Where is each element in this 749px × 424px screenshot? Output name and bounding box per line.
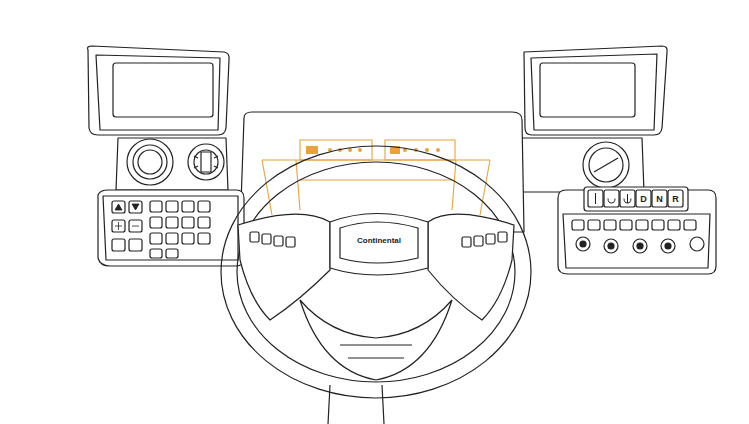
right-spoke bbox=[428, 214, 514, 320]
left-keypad-face bbox=[103, 196, 238, 260]
wheel-hub bbox=[330, 214, 428, 276]
left-screen bbox=[113, 63, 213, 117]
hub-badge bbox=[340, 222, 418, 263]
left-knob-grip bbox=[194, 152, 218, 172]
lower-spoke bbox=[300, 300, 452, 380]
left-spoke bbox=[238, 214, 330, 320]
right-vent-inner bbox=[589, 148, 623, 182]
right-vent-flap bbox=[594, 158, 618, 172]
cluster-outline bbox=[262, 160, 490, 215]
right-vent-panel bbox=[520, 138, 644, 192]
right-vent bbox=[583, 142, 629, 188]
cluster-displays bbox=[300, 140, 455, 160]
left-screen-housing bbox=[88, 46, 230, 135]
left-vent-inner bbox=[133, 145, 167, 179]
right-screen bbox=[540, 63, 635, 117]
gear-letter: D bbox=[640, 194, 647, 203]
wheel-rim-inner bbox=[237, 162, 515, 382]
left-knob bbox=[188, 144, 224, 180]
right-keypad-buttons bbox=[572, 220, 704, 253]
gear-letter: N bbox=[656, 194, 663, 203]
gear-icons bbox=[596, 193, 632, 204]
left-knob-inner bbox=[194, 150, 218, 174]
right-keypad-face bbox=[563, 214, 710, 268]
left-vent bbox=[127, 139, 173, 185]
lower-spoke-detail bbox=[340, 345, 412, 358]
brand-logo: Continental bbox=[357, 237, 401, 245]
steering-wheel bbox=[221, 146, 531, 398]
left-vent-core bbox=[138, 150, 162, 174]
right-screen-bezel bbox=[531, 54, 657, 130]
gear-selector bbox=[584, 187, 688, 211]
left-screen-bezel bbox=[96, 55, 220, 130]
left-keypad-icons bbox=[115, 204, 139, 230]
wheel-rim-outer bbox=[221, 146, 531, 398]
right-screen-housing bbox=[524, 46, 667, 135]
line-art bbox=[88, 46, 717, 424]
left-vent-panel bbox=[116, 138, 228, 190]
gear-letter: R bbox=[672, 194, 679, 203]
right-keypad bbox=[558, 190, 716, 274]
left-keypad-buttons bbox=[112, 201, 210, 258]
instrument-cluster bbox=[262, 140, 490, 215]
steering-column bbox=[328, 385, 384, 424]
gear-buttons bbox=[588, 190, 683, 207]
spoke-buttons bbox=[250, 232, 507, 247]
